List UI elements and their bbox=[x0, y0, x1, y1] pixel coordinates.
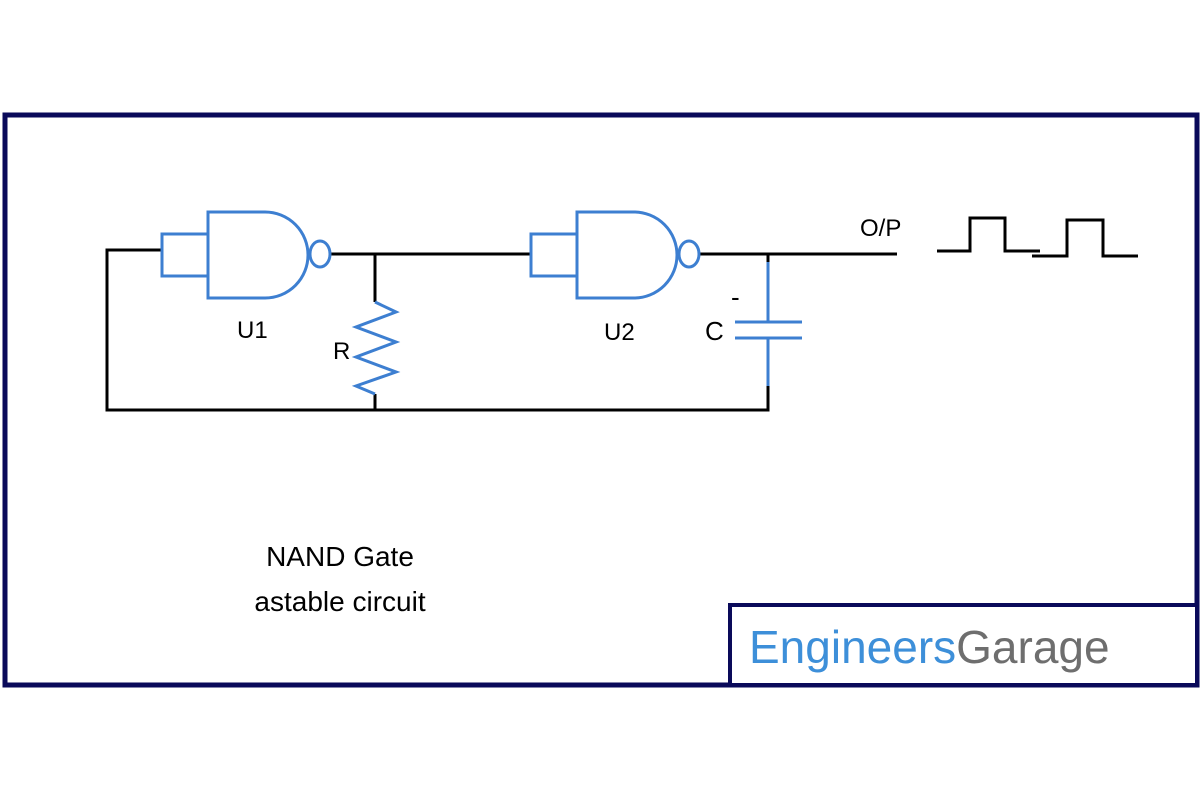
nand-gate-u2 bbox=[529, 210, 701, 300]
resistor-label: R bbox=[333, 338, 350, 365]
circuit-wires bbox=[105, 234, 897, 412]
gate-u1-label: U1 bbox=[237, 317, 268, 344]
caption-line-1: NAND Gate bbox=[266, 541, 414, 572]
capacitor-polarity-mark: - bbox=[731, 282, 740, 312]
resistor-r bbox=[351, 300, 401, 396]
logo-wordmark: EngineersGarage bbox=[749, 621, 1110, 673]
engineers-garage-logo: EngineersGarage bbox=[728, 603, 1199, 687]
logo-text-engineers: Engineers bbox=[749, 621, 956, 673]
capacitor-c bbox=[735, 262, 802, 386]
output-waveform bbox=[937, 216, 1138, 258]
logo-box bbox=[728, 603, 1199, 687]
gate-u2-label: U2 bbox=[604, 319, 635, 346]
diagram-frame bbox=[2, 112, 1200, 688]
logo-text-garage: Garage bbox=[956, 621, 1109, 673]
capacitor-label: C bbox=[705, 316, 724, 346]
caption-line-2: astable circuit bbox=[254, 586, 425, 617]
nand-gate-u1 bbox=[160, 210, 332, 300]
output-label: O/P bbox=[860, 215, 901, 242]
